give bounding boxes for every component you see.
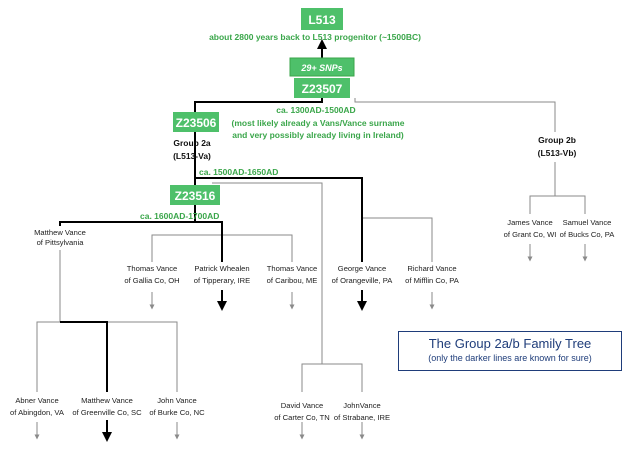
- svg-text:of Bucks Co, PA: of Bucks Co, PA: [560, 230, 616, 239]
- svg-text:of Orangeville, PA: of Orangeville, PA: [332, 276, 394, 285]
- note-era3: ca. 1600AD-1700AD: [140, 211, 219, 221]
- note-progenitor: about 2800 years back to L513 progenitor…: [209, 32, 421, 42]
- svg-text:of Burke Co, NC: of Burke Co, NC: [149, 408, 205, 417]
- person-abner-vance-abingdon: Abner Vance of Abingdon, VA: [10, 396, 65, 417]
- svg-text:David Vance: David Vance: [281, 401, 324, 410]
- branch-to-james-vance: [529, 162, 556, 214]
- uncertain-lines: [36, 98, 586, 392]
- svg-text:of Abingdon, VA: of Abingdon, VA: [10, 408, 65, 417]
- person-george-vance-orangeville: George Vance of Orangeville, PA: [332, 264, 394, 285]
- node-z23507: Z23507: [294, 78, 350, 98]
- branch-z23507-to-z23506: [194, 98, 323, 112]
- note-era1-line2: (most likely already a Vans/Vance surnam…: [232, 118, 405, 128]
- svg-text:Matthew Vance: Matthew Vance: [81, 396, 133, 405]
- node-29-snps: 29+ SNPs: [289, 57, 355, 77]
- branch-to-george-vance: [195, 177, 363, 262]
- node-l513: L513: [301, 8, 343, 30]
- group-2b-label: Group 2b: [538, 135, 576, 145]
- svg-text:George Vance: George Vance: [338, 264, 386, 273]
- branch-to-john-burke: [60, 321, 178, 392]
- person-john-vance-strabane: JohnVance of Strabane, IRE: [334, 401, 390, 422]
- node-29-snps-label: 29+ SNPs: [300, 63, 342, 73]
- person-thomas-vance-caribou: Thomas Vance of Caribou, ME: [267, 264, 318, 285]
- branch-to-matthew-greenville: [60, 321, 108, 392]
- note-era1-line1: ca. 1300AD-1500AD: [276, 105, 355, 115]
- person-matthew-vance-pittsylvania: Matthew Vance of Pittsylvania: [34, 228, 86, 247]
- branch-to-thomas-gallia: [151, 234, 222, 262]
- svg-text:of Pittsylvania: of Pittsylvania: [37, 238, 85, 247]
- legend-title: The Group 2a/b Family Tree: [428, 336, 592, 351]
- svg-text:of Mifflin Co, PA: of Mifflin Co, PA: [405, 276, 460, 285]
- legend-subtitle: (only the darker lines are known for sur…: [428, 353, 592, 363]
- svg-text:Thomas Vance: Thomas Vance: [127, 264, 178, 273]
- svg-text:James Vance: James Vance: [507, 218, 552, 227]
- branch-to-patrick-whealen: [195, 221, 223, 262]
- person-thomas-vance-gallia: Thomas Vance of Gallia Co, OH: [124, 264, 179, 285]
- person-james-vance-grant: James Vance of Grant Co, WI: [504, 218, 557, 239]
- svg-text:Matthew Vance: Matthew Vance: [34, 228, 86, 237]
- svg-text:JohnVance: JohnVance: [343, 401, 380, 410]
- group-2a-haplogroup: (L513-Va): [173, 151, 211, 161]
- uncertain-arrows: [34, 244, 588, 440]
- note-era2: ca. 1500AD-1650AD: [199, 167, 278, 177]
- group-2a-label: Group 2a: [173, 138, 211, 148]
- person-david-vance-carter: David Vance of Carter Co, TN: [274, 401, 330, 422]
- svg-text:of Tipperary, IRE: of Tipperary, IRE: [194, 276, 250, 285]
- branch-to-matthew-pittsylvania: [59, 205, 196, 226]
- svg-text:of Grant Co, WI: of Grant Co, WI: [504, 230, 557, 239]
- group-2b-haplogroup: (L513-Vb): [538, 148, 577, 158]
- svg-text:of Carter Co, TN: of Carter Co, TN: [274, 413, 330, 422]
- known-lines: [59, 98, 363, 392]
- branch-to-richard-vance: [362, 217, 433, 262]
- svg-text:Thomas Vance: Thomas Vance: [267, 264, 318, 273]
- branch-to-samuel-vance: [555, 195, 586, 214]
- person-samuel-vance-bucks: Samuel Vance of Bucks Co, PA: [560, 218, 616, 239]
- branch-to-abner-vance: [36, 250, 61, 392]
- node-l513-label: L513: [308, 13, 336, 27]
- svg-text:of Strabane, IRE: of Strabane, IRE: [334, 413, 390, 422]
- node-z23506: Z23506: [173, 112, 219, 132]
- svg-text:of Gallia Co, OH: of Gallia Co, OH: [124, 276, 179, 285]
- branch-to-group-2b: [354, 98, 556, 132]
- branch-to-david-vance: [212, 182, 323, 392]
- legend-box: The Group 2a/b Family Tree (only the dar…: [398, 331, 622, 371]
- node-z23507-label: Z23507: [302, 82, 343, 96]
- svg-text:Richard Vance: Richard Vance: [407, 264, 456, 273]
- person-john-vance-burke: John Vance of Burke Co, NC: [149, 396, 205, 417]
- note-era1-line3: and very possibly already living in Irel…: [232, 130, 404, 140]
- node-z23506-label: Z23506: [176, 116, 217, 130]
- svg-text:Abner Vance: Abner Vance: [15, 396, 58, 405]
- person-patrick-whealen: Patrick Whealen of Tipperary, IRE: [194, 264, 250, 285]
- svg-text:Samuel Vance: Samuel Vance: [563, 218, 612, 227]
- branch-to-thomas-caribou: [222, 234, 293, 262]
- svg-text:John Vance: John Vance: [157, 396, 197, 405]
- svg-text:of Caribou, ME: of Caribou, ME: [267, 276, 318, 285]
- svg-text:of Greenville Co, SC: of Greenville Co, SC: [72, 408, 142, 417]
- person-richard-vance-mifflin: Richard Vance of Mifflin Co, PA: [405, 264, 460, 285]
- branch-to-john-strabane: [322, 363, 363, 392]
- person-matthew-vance-greenville: Matthew Vance of Greenville Co, SC: [72, 396, 142, 417]
- node-z23516: Z23516: [170, 185, 220, 205]
- node-z23516-label: Z23516: [175, 189, 216, 203]
- svg-text:Patrick Whealen: Patrick Whealen: [194, 264, 249, 273]
